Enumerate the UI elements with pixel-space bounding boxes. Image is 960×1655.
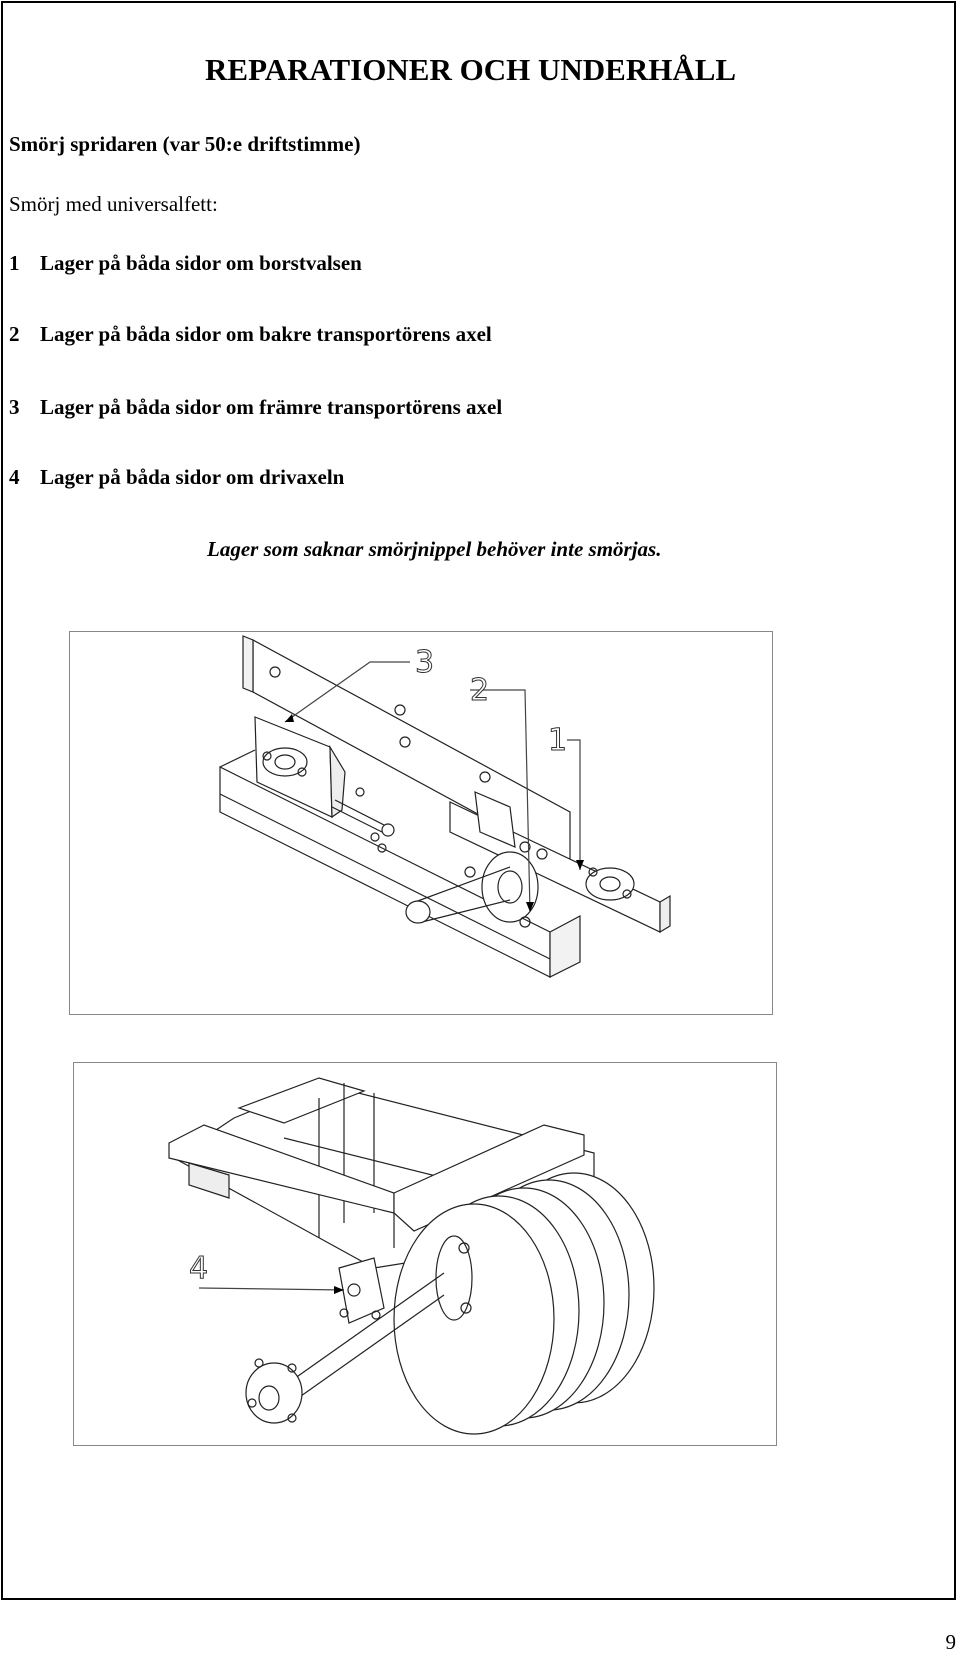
drive-axle-drawing: 4 (73, 1062, 777, 1446)
section-heading: Smörj spridaren (var 50:e driftstimme) (9, 132, 361, 156)
callout-4: 4 (189, 1251, 208, 1286)
conveyor-bearing-drawing: 3 2 1 (69, 631, 773, 1015)
callout-1: 1 (548, 723, 567, 758)
page-border (1, 1, 956, 1600)
lubrication-note: Lager som saknar smörjnippel behöver int… (207, 537, 662, 561)
page-number: 9 (945, 1630, 957, 1654)
lubricant-line: Smörj med universalfett: (9, 192, 218, 216)
page-title: REPARATIONER OCH UNDERHÅLL (205, 52, 737, 87)
callout-3: 3 (415, 645, 434, 680)
callout-2: 2 (470, 673, 489, 708)
